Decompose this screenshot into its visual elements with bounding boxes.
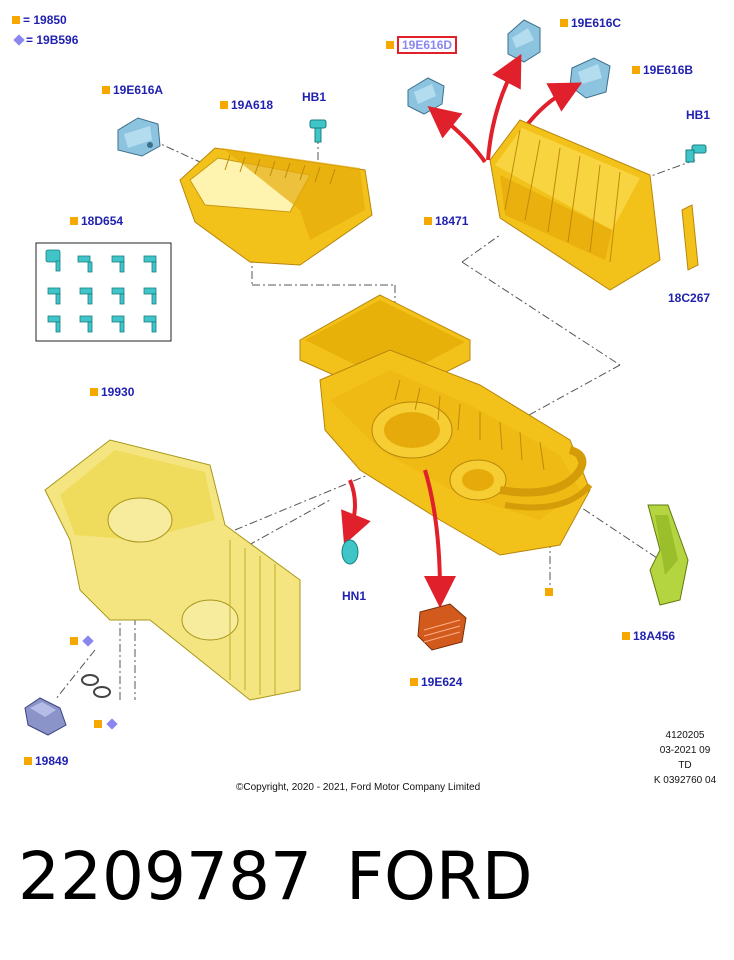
exploded-parts-diagram — [24, 19, 707, 736]
label-18471[interactable]: 18471 — [424, 214, 468, 228]
housing-19A618 — [179, 147, 373, 266]
seal-rings — [81, 674, 111, 698]
label-19E616A[interactable]: 19E616A — [102, 83, 163, 97]
square-icon — [24, 757, 32, 765]
label-18A456[interactable]: 18A456 — [622, 629, 675, 643]
label-19E616B[interactable]: 19E616B — [632, 63, 693, 77]
drawing-meta: 4120205 03-2021 09 TD K 0392760 04 — [653, 730, 717, 786]
label-19A618[interactable]: 19A618 — [220, 98, 273, 112]
square-icon — [386, 41, 394, 49]
square-icon — [90, 388, 98, 396]
square-icon — [632, 66, 640, 74]
label-HB1-left[interactable]: HB1 — [302, 90, 327, 104]
marker-square-diamond-upper — [70, 634, 95, 648]
diamond-icon — [82, 635, 94, 647]
resistor-19E624 — [417, 603, 467, 651]
actuator-19E616D — [407, 77, 445, 115]
part-number: 2209787 — [18, 838, 312, 915]
square-icon — [70, 637, 78, 645]
label-HB1-right[interactable]: HB1 — [686, 108, 711, 122]
label-18D654[interactable]: 18D654 — [70, 214, 123, 228]
label-19E624[interactable]: 19E624 — [410, 675, 462, 689]
square-icon — [70, 217, 78, 225]
label-19849[interactable]: 19849 — [24, 754, 68, 768]
brand-name: FORD — [346, 838, 533, 915]
marker-square — [545, 585, 556, 599]
copyright-notice: ©Copyright, 2020 - 2021, Ford Motor Comp… — [236, 782, 481, 793]
label-19930[interactable]: 19930 — [90, 385, 134, 399]
label-HN1[interactable]: HN1 — [342, 589, 367, 603]
label-18C267[interactable]: 18C267 — [668, 291, 711, 305]
square-icon — [94, 720, 102, 728]
diamond-icon — [13, 34, 25, 46]
actuator-19E616C — [507, 19, 541, 63]
screw-HB1-right — [685, 144, 707, 163]
square-icon — [622, 632, 630, 640]
square-icon — [424, 217, 432, 225]
actuator-19849 — [24, 697, 67, 736]
housing-18471 — [489, 119, 661, 291]
seal-18C267 — [681, 204, 699, 271]
diamond-icon — [106, 718, 118, 730]
nut-HN1 — [341, 539, 359, 565]
fastener-kit-18D654 — [35, 242, 172, 342]
label-19E616C[interactable]: 19E616C — [560, 16, 621, 30]
legend: = 19850 = 19B596 — [12, 10, 78, 50]
main-hvac-assembly — [299, 294, 593, 556]
marker-square-diamond-lower — [94, 717, 119, 731]
screw-HB1-left — [309, 119, 327, 143]
housing-19930 — [44, 439, 301, 701]
actuator-19E616A — [117, 117, 161, 157]
square-icon — [545, 588, 553, 596]
square-icon — [220, 101, 228, 109]
square-icon — [410, 678, 418, 686]
square-icon — [102, 86, 110, 94]
actuator-19E616B — [569, 57, 611, 99]
label-19E616D[interactable]: 19E616D — [386, 36, 458, 54]
square-icon — [12, 16, 20, 24]
legend-item-square: = 19850 — [12, 10, 78, 30]
legend-item-diamond: = 19B596 — [12, 30, 78, 50]
square-icon — [560, 19, 568, 27]
bracket-18A456 — [647, 504, 689, 606]
red-arrows-bottom — [341, 469, 456, 608]
